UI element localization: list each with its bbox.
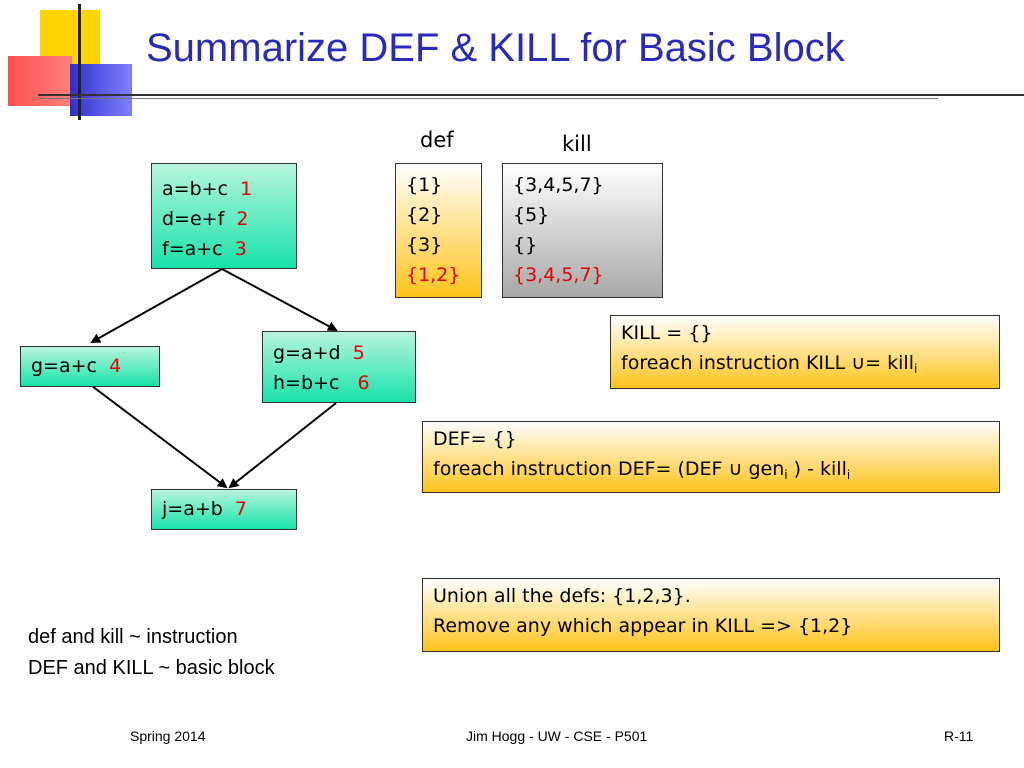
footer-author: Jim Hogg - UW - CSE - P501 [466,728,648,744]
instruction-1: a=b+c 1 [162,178,253,200]
def-table: {1} {2} {3} {1,2} [395,163,482,298]
def-rule-line-2: foreach instruction DEF= (DEF ∪ geni ) -… [433,458,851,482]
edge-b2-b4 [91,385,228,489]
notes: def and kill ~ instruction DEF and KILL … [28,622,275,684]
def-header: def [420,128,454,152]
instruction-7: j=a+b 7 [162,498,248,520]
edge-b1-b2 [90,268,223,343]
instruction-2: d=e+f 2 [162,208,249,230]
kill-header: kill [562,132,592,156]
def-value-3: {3} [406,234,443,256]
title-underline-thin [38,98,938,99]
instruction-6: h=b+c 6 [273,372,370,394]
basic-block-2: g=a+c 4 [20,346,160,387]
kill-value-total: {3,4,5,7} [513,264,604,286]
kill-rule-box: KILL = {} foreach instruction KILL ∪= ki… [610,315,1000,389]
title-underline [38,94,1024,96]
instruction-3: f=a+c 3 [162,238,247,260]
def-rule-box: DEF= {} foreach instruction DEF= (DEF ∪ … [422,421,1000,493]
footer-slide-number: R-11 [944,728,974,744]
kill-value-3: {} [513,234,538,256]
union-note-box: Union all the defs: {1,2,3}. Remove any … [422,578,1000,652]
kill-value-1: {3,4,5,7} [513,174,604,196]
slide-title: Summarize DEF & KILL for Basic Block [146,26,845,70]
note-line-2: DEF and KILL ~ basic block [28,657,275,679]
union-symbol: ∪ [728,458,743,480]
def-rule-line-1: DEF= {} [433,428,517,450]
edge-b3-b4 [228,402,337,489]
logo-red-square [8,56,72,106]
note-line-1: def and kill ~ instruction [28,626,238,648]
def-value-2: {2} [406,204,443,226]
kill-rule-line-2: foreach instruction KILL ∪= killi [621,352,918,376]
kill-table: {3,4,5,7} {5} {} {3,4,5,7} [502,163,663,298]
def-value-total: {1,2} [406,264,461,286]
edge-b1-b3 [221,268,338,331]
union-note-line-2: Remove any which appear in KILL => {1,2} [433,615,853,637]
instruction-5: g=a+d 5 [273,342,365,364]
union-note-line-1: Union all the defs: {1,2,3}. [433,585,691,607]
basic-block-3: g=a+d 5 h=b+c 6 [262,331,416,403]
kill-rule-line-1: KILL = {} [621,322,713,344]
kill-value-2: {5} [513,204,550,226]
basic-block-4: j=a+b 7 [151,489,297,530]
union-symbol: ∪ [851,352,866,374]
logo-vertical-line [78,4,81,120]
footer-date: Spring 2014 [130,728,206,744]
instruction-4: g=a+c 4 [31,355,122,377]
def-value-1: {1} [406,174,443,196]
basic-block-1: a=b+c 1 d=e+f 2 f=a+c 3 [151,163,297,269]
